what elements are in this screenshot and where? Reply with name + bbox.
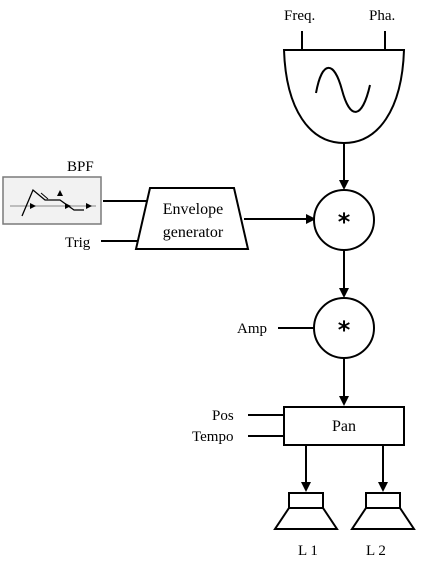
pan-block [283,406,405,446]
speaker-l1-icon [273,492,339,530]
trig-label: Trig [65,235,91,251]
bpf-thumbnail [2,176,102,225]
oscillator-block [282,49,406,145]
l1-label: L 1 [298,543,318,559]
pos-label: Pos [212,408,234,424]
multiplier-2-symbol: * [338,316,351,344]
tempo-label: Tempo [192,429,233,445]
pha-label: Pha. [369,8,395,24]
envelope-label-line2: generator [163,224,224,241]
freq-label: Freq. [284,8,315,24]
envelope-generator-block [134,187,250,250]
pan-label: Pan [332,418,356,435]
sine-wave-icon [315,67,371,113]
multiplier-1-symbol: * [338,208,351,236]
speaker-l2-icon [350,492,416,530]
amp-label: Amp [237,321,267,337]
bpf-label: BPF [67,159,94,175]
l2-label: L 2 [366,543,386,559]
envelope-label-line1: Envelope [163,201,223,218]
